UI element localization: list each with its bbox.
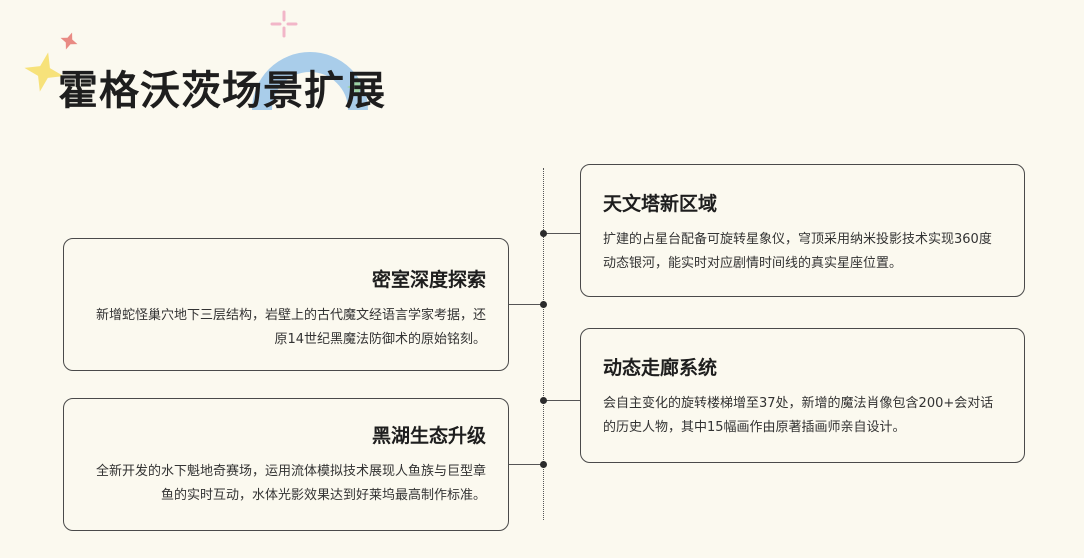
card-corridor: 动态走廊系统 会自主变化的旋转楼梯增至37处，新增的魔法肖像包含200+会对话的… bbox=[580, 328, 1025, 463]
card-title: 密室深度探索 bbox=[371, 269, 486, 291]
connector-astronomy bbox=[543, 233, 580, 234]
card-title: 动态走廊系统 bbox=[603, 357, 718, 379]
card-text: 新增蛇怪巢穴地下三层结构，岩壁上的古代魔文经语言学家考据，还原14世纪黑魔法防御… bbox=[95, 308, 486, 347]
timeline-dot-lake bbox=[540, 461, 547, 468]
connector-corridor bbox=[543, 400, 580, 401]
card-astronomy-tower: 天文塔新区域 扩建的占星台配备可旋转星象仪，穹顶采用纳米投影技术实现360度动态… bbox=[580, 164, 1025, 297]
card-text: 全新开发的水下魁地奇赛场，运用流体模拟技术展现人鱼族与巨型章鱼的实时互动，水体光… bbox=[95, 464, 486, 503]
red-star-icon bbox=[60, 32, 78, 50]
pink-sparkle-icon bbox=[270, 10, 298, 38]
yellow-star-icon bbox=[24, 52, 64, 92]
page-title: 霍格沃茨场景扩展 bbox=[58, 68, 386, 114]
card-title: 黑湖生态升级 bbox=[371, 425, 486, 447]
card-text: 会自主变化的旋转楼梯增至37处，新增的魔法肖像包含200+会对话的历史人物，其中… bbox=[603, 396, 994, 435]
timeline-dot-corridor bbox=[540, 397, 547, 404]
timeline-dot-chamber bbox=[540, 301, 547, 308]
card-chamber: 密室深度探索 新增蛇怪巢穴地下三层结构，岩壁上的古代魔文经语言学家考据，还原14… bbox=[63, 238, 509, 371]
connector-lake bbox=[509, 464, 544, 465]
timeline-dot-astronomy bbox=[540, 230, 547, 237]
timeline-axis bbox=[543, 168, 544, 520]
card-black-lake: 黑湖生态升级 全新开发的水下魁地奇赛场，运用流体模拟技术展现人鱼族与巨型章鱼的实… bbox=[63, 398, 509, 531]
card-title: 天文塔新区域 bbox=[603, 193, 718, 215]
green-star-icon bbox=[347, 77, 367, 97]
connector-chamber bbox=[509, 304, 544, 305]
card-text: 扩建的占星台配备可旋转星象仪，穹顶采用纳米投影技术实现360度动态银河，能实时对… bbox=[603, 232, 992, 271]
